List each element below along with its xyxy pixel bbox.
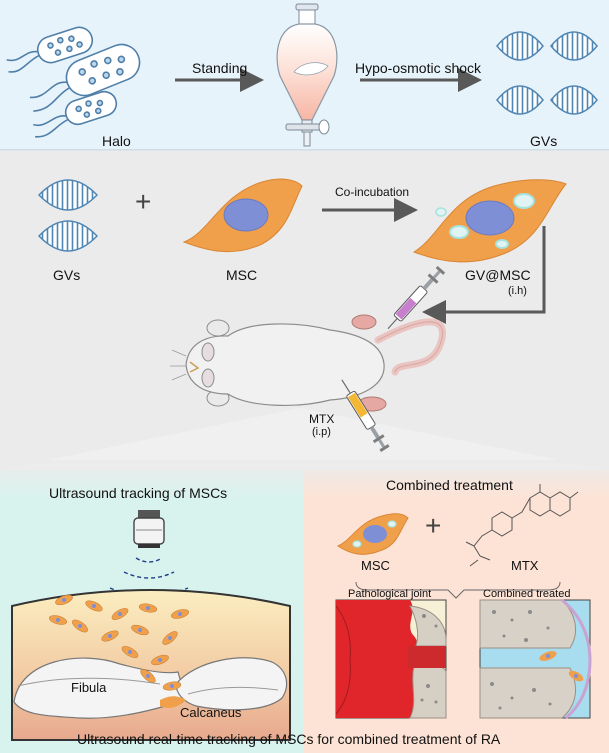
treated-joint-image bbox=[479, 598, 592, 720]
plus-sign-middle: + bbox=[135, 186, 152, 217]
right-panel-title: Combined treatment bbox=[386, 477, 513, 493]
gvs-pair-icon bbox=[37, 179, 99, 252]
hypo-osmotic-step-label: Hypo-osmotic shock bbox=[355, 60, 482, 76]
coincubation-label: Co-incubation bbox=[335, 185, 410, 199]
gas-vesicles-icon bbox=[496, 31, 598, 115]
mtx-right-label: MTX bbox=[511, 558, 539, 573]
msc-cells-in-tissue bbox=[48, 594, 190, 691]
gv-msc-route-label: (i.h) bbox=[508, 285, 527, 297]
syringe-ip-icon bbox=[341, 379, 390, 452]
standing-step-label: Standing bbox=[192, 60, 248, 76]
gv-msc-cell-icon bbox=[412, 179, 567, 263]
syringe-ih-icon bbox=[387, 265, 446, 330]
msc-cell-icon bbox=[182, 178, 303, 253]
figure-caption: Ultrasound real-time tracking of MSCs fo… bbox=[77, 731, 501, 747]
plus-sign-right: + bbox=[425, 510, 442, 541]
pathological-joint-label: Pathological joint bbox=[348, 588, 432, 600]
mtx-structure-icon bbox=[465, 484, 579, 567]
halo-bacteria-icon bbox=[6, 26, 141, 138]
tissue-cross-section bbox=[11, 589, 291, 741]
left-panel-title: Ultrasound tracking of MSCs bbox=[49, 485, 228, 501]
separatory-funnel-icon bbox=[276, 3, 338, 147]
msc-right-label: MSC bbox=[361, 558, 390, 573]
calcaneus-label: Calcaneus bbox=[180, 705, 242, 720]
pathological-joint-image bbox=[335, 599, 447, 719]
halo-label: Halo bbox=[102, 133, 131, 149]
mtx-route-label: (i.p) bbox=[312, 426, 331, 438]
fibula-label: Fibula bbox=[71, 680, 107, 695]
mtx-middle-label: MTX bbox=[309, 412, 335, 426]
gvs-top-label: GVs bbox=[530, 133, 558, 149]
mouse-icon bbox=[170, 314, 446, 412]
gv-msc-label: GV@MSC bbox=[465, 267, 531, 283]
combined-treated-label: Combined treated bbox=[483, 588, 571, 600]
gvs-middle-label: GVs bbox=[53, 267, 81, 283]
msc-small-icon bbox=[336, 513, 409, 555]
ultrasound-probe-icon bbox=[133, 510, 165, 548]
msc-middle-label: MSC bbox=[226, 267, 258, 283]
